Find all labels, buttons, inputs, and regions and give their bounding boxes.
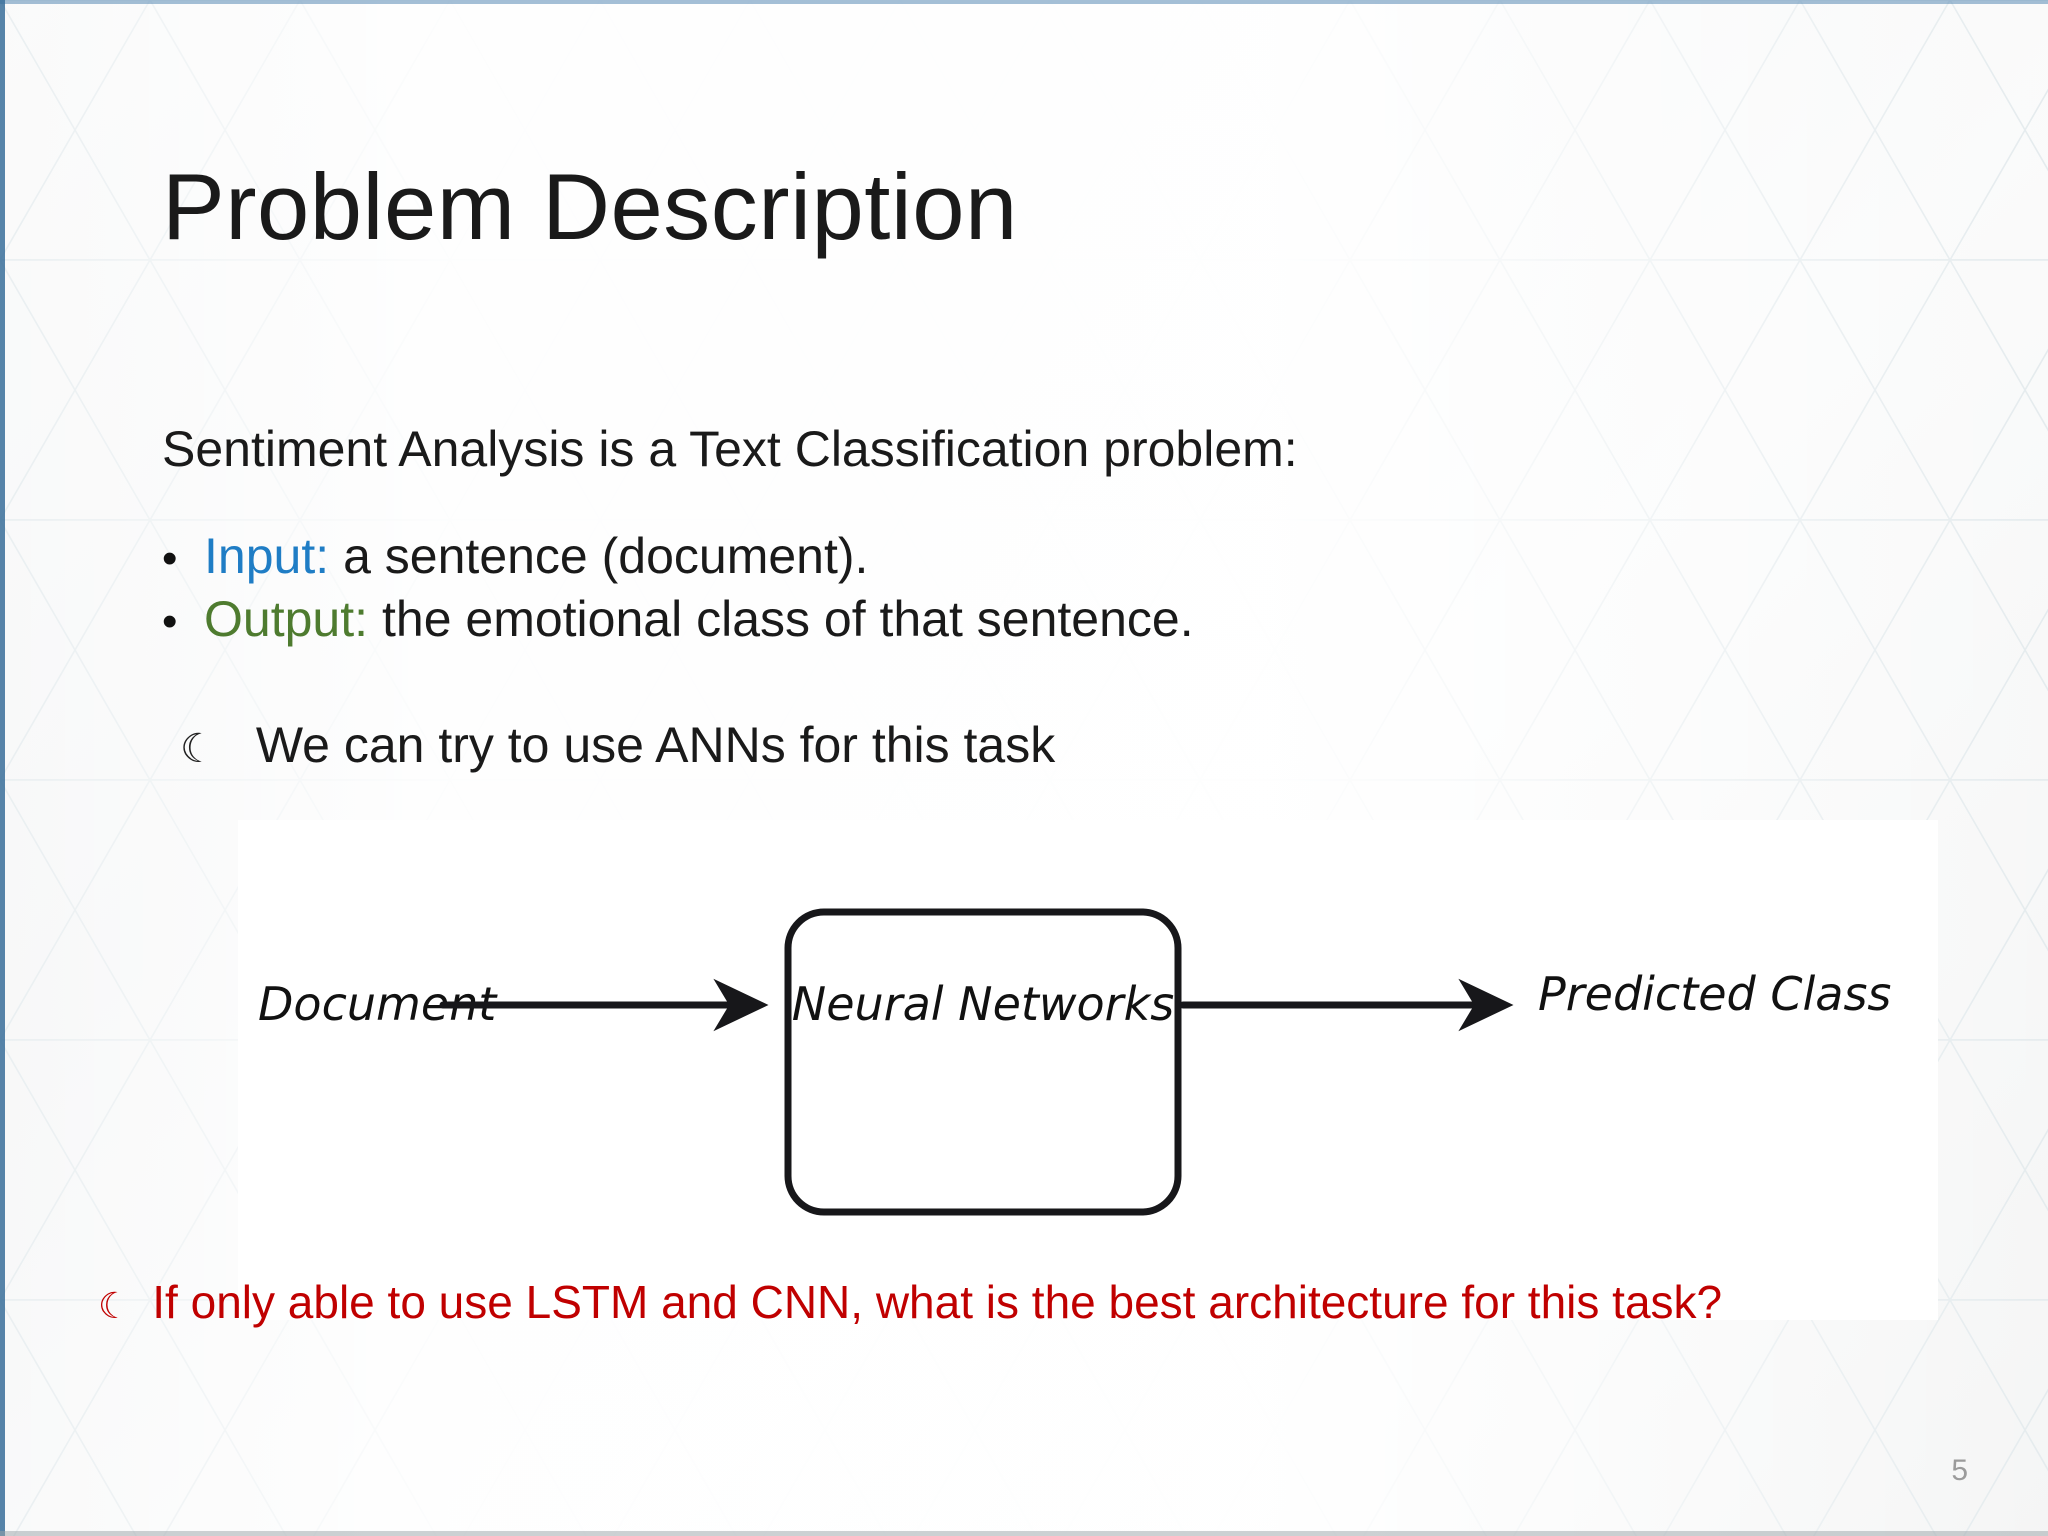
page-number: 5 <box>1951 1454 1968 1487</box>
bullet-dot-icon: • <box>162 534 178 583</box>
bullet-dot-icon: • <box>162 597 178 646</box>
pipeline-diagram: Document Neural Networks Predicted Class <box>258 908 1891 1216</box>
top-border-rule <box>0 0 2048 4</box>
bullet-text-output: the emotional class of that sentence. <box>382 591 1194 647</box>
crescent-moon-bullet-icon: ☾ <box>180 727 216 771</box>
figure-box-label: Neural Networks <box>792 977 1174 1031</box>
bottom-border-rule <box>0 1531 2048 1536</box>
question-text: If only able to use LSTM and CNN, what i… <box>152 1276 1723 1328</box>
bullet-list: • Input: a sentence (document). • Output… <box>162 525 1862 651</box>
lead-sentence: Sentiment Analysis is a Text Classificat… <box>162 421 1298 477</box>
page-title: Problem Description <box>162 154 1018 259</box>
bullet-text-input: a sentence (document). <box>343 528 869 584</box>
left-accent-rule <box>0 0 5 1536</box>
figure-output-label: Predicted Class <box>1538 967 1891 1021</box>
crescent-moon-bullet-icon: ☾ <box>98 1285 131 1326</box>
list-item: • Output: the emotional class of that se… <box>162 588 1862 651</box>
bullet-label-input: Input: <box>204 528 330 584</box>
sub-point-text: We can try to use ANNs for this task <box>255 717 1056 773</box>
list-item: • Input: a sentence (document). <box>162 525 1862 588</box>
pipeline-figure-panel: Document Neural Networks Predicted Class <box>238 820 1938 1320</box>
neural-network-box <box>784 908 1182 1216</box>
sub-point-row: ☾ We can try to use ANNs for this task <box>180 716 1055 774</box>
question-row: ☾ If only able to use LSTM and CNN, what… <box>98 1275 1722 1329</box>
bullet-label-output: Output: <box>204 591 368 647</box>
